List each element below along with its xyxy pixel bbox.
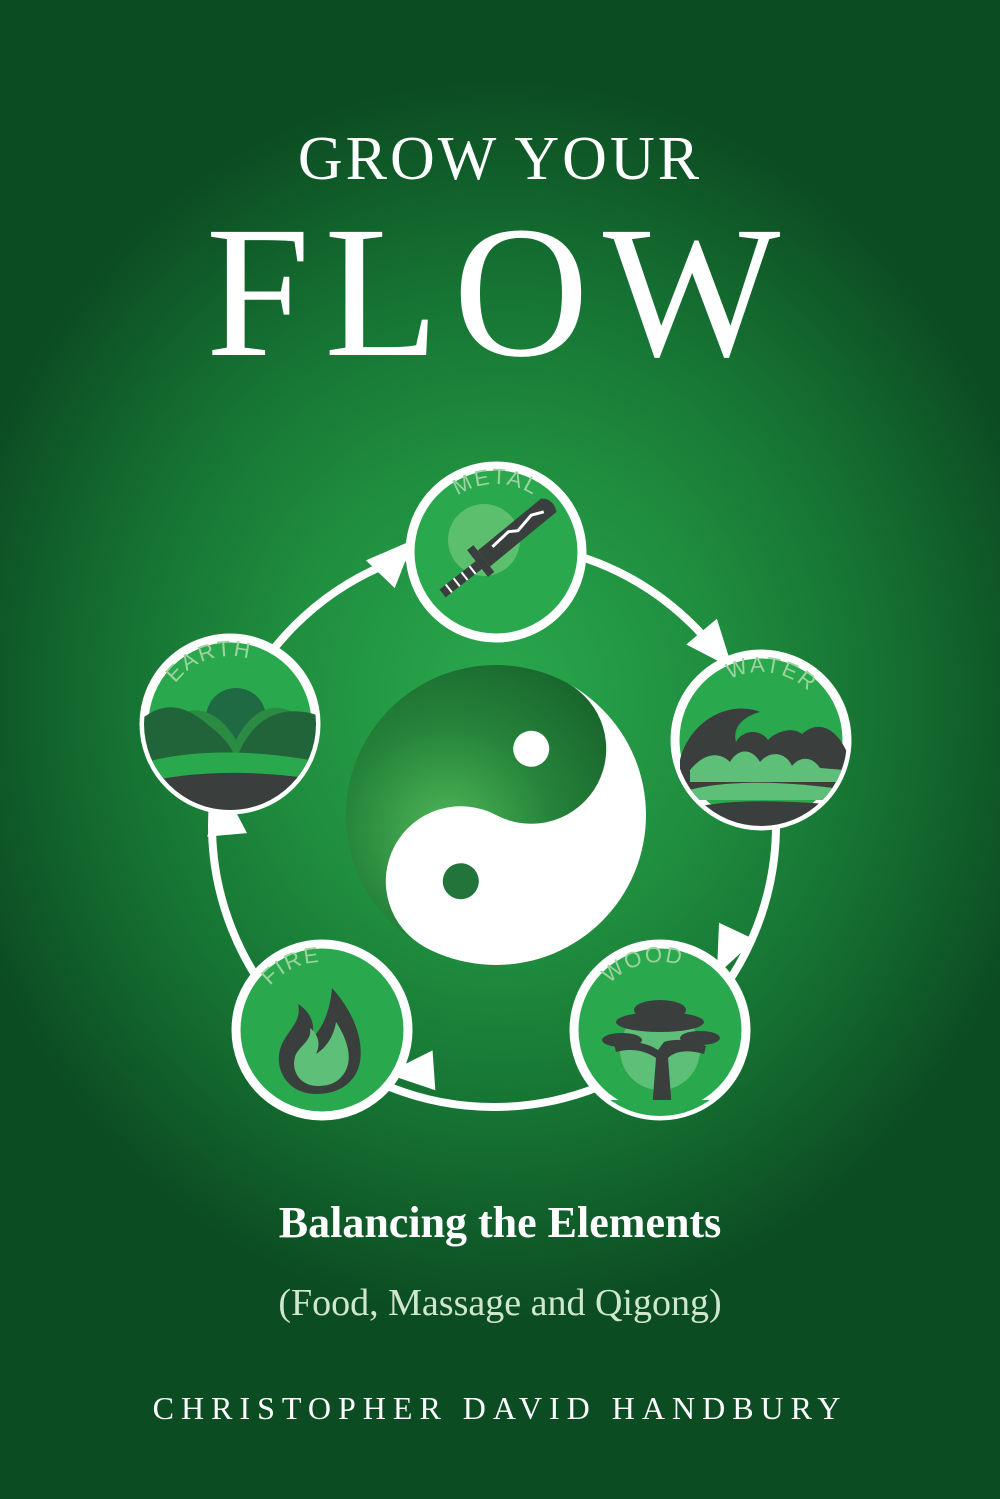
- arrow-metal-to-water: [686, 618, 733, 669]
- tree-icon: [600, 1000, 720, 1116]
- title-line-1: GROW YOUR: [297, 125, 703, 193]
- subtitle-parenthetical: (Food, Massage and Qigong): [278, 1282, 722, 1324]
- arrow-wood-to-fire: [386, 1050, 436, 1091]
- element-fire: FIRE: [231, 939, 413, 1121]
- element-metal: METAL: [405, 461, 587, 643]
- element-water: WATER: [670, 649, 852, 831]
- arrow-water-to-wood: [716, 922, 756, 975]
- element-wood: WOOD: [569, 939, 751, 1121]
- sword-icon: [439, 498, 557, 598]
- element-earth: EARTH: [139, 633, 321, 815]
- flame-icon: [278, 988, 361, 1094]
- yin-yang-icon: [346, 665, 646, 965]
- subtitle: Balancing the Elements: [278, 1198, 722, 1247]
- arrow-earth-to-metal: [365, 539, 414, 589]
- hills-icon: [144, 688, 316, 810]
- author-name: CHRISTOPHER DAVID HANDBURY: [152, 1390, 848, 1426]
- title-line-2: FLOW: [205, 187, 795, 396]
